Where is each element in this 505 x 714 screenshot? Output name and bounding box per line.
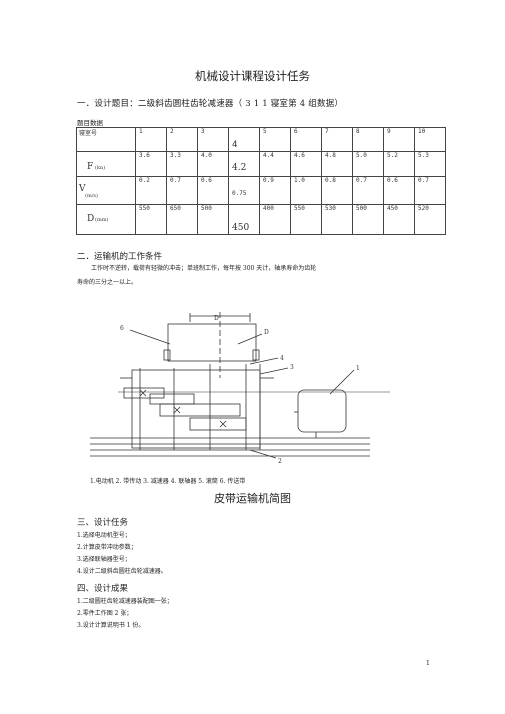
section-3-heading: 三、设计任务 [77, 518, 129, 528]
list-item: 3.选择联轴器型号； [77, 556, 131, 563]
label-6: 6 [120, 325, 124, 332]
table-cell: 0.6 [383, 176, 415, 205]
table-cell: 0.2 [135, 176, 167, 205]
label-1: 1 [356, 365, 360, 372]
row-label-velocity: V (m/s) [76, 176, 136, 205]
label-D-top: D [214, 315, 219, 322]
row-label-diameter: D (mm) [76, 204, 136, 235]
table-header-cell: 3 [197, 127, 229, 152]
table-header-cell: 9 [383, 127, 415, 152]
table-row-diameter: D (mm) 550 650 500 450 400 550 530 500 4… [76, 204, 446, 235]
table-cell: 520 [414, 204, 446, 235]
table-cell: 3.3 [166, 151, 198, 177]
result-list: 1.二级圆柱齿轮减速器装配图一张； 2.零件工作图 2 张； 3.设计计算说明书… [77, 596, 173, 632]
label-3: 3 [290, 364, 294, 371]
table-cell: 450 [228, 204, 260, 235]
table-cell: 5.3 [414, 151, 446, 177]
table-row-velocity: V (m/s) 0.2 0.7 0.6 0.75 0.9 1.0 0.8 0.7… [76, 176, 446, 205]
table-cell: 4.2 [228, 151, 260, 177]
table-header-cell: 1 [135, 127, 167, 152]
table-cell: 450 [383, 204, 415, 235]
table-cell: 5.2 [383, 151, 415, 177]
table-header-row: 寝室号 1 2 3 4 5 6 7 8 9 10 [76, 127, 446, 152]
table-header-cell: 7 [321, 127, 353, 152]
table-cell: 5.0 [352, 151, 384, 177]
diagram-title: 皮带运输机简图 [214, 492, 291, 505]
belt-conveyor-diagram: 6 D D 4 3 1 2 [90, 312, 390, 465]
label-D-side: D [264, 329, 269, 336]
label-4: 4 [280, 355, 284, 362]
page-title: 机械设计课程设计任务 [195, 69, 310, 83]
table-cell: 0.9 [259, 176, 291, 205]
table-cell: 0.7 [166, 176, 198, 205]
list-item: 1.选择电动机型号； [77, 532, 131, 539]
table-caption: 题目数据 [77, 119, 103, 127]
section-2-heading: 二．运输机的工作条件 [77, 252, 163, 262]
table-header-cell: 4 [228, 127, 260, 152]
table-cell: 4.6 [290, 151, 322, 177]
table-header-cell: 2 [166, 127, 198, 152]
table-cell: 0.75 [228, 176, 260, 205]
table-cell: 650 [166, 204, 198, 235]
list-item: 3.设计计算说明书 1 份。 [77, 622, 145, 629]
table-cell: 550 [135, 204, 167, 235]
table-cell: 1.0 [290, 176, 322, 205]
table-row-force: F (kn) 3.6 3.3 4.0 4.2 4.4 4.6 4.8 5.0 5… [76, 151, 446, 177]
table-cell: 400 [259, 204, 291, 235]
section-4-heading: 四、设计成果 [77, 584, 129, 594]
table-cell: 500 [197, 204, 229, 235]
table-header-cell: 10 [414, 127, 446, 152]
table-cell: 3.6 [135, 151, 167, 177]
table-cell: 0.7 [414, 176, 446, 205]
parameter-table: 寝室号 1 2 3 4 5 6 7 8 9 10 F (kn) 3.6 3.3 … [76, 127, 446, 235]
table-cell: 0.8 [321, 176, 353, 205]
table-cell: 4.8 [321, 151, 353, 177]
row-label-force: F (kn) [76, 151, 136, 177]
table-cell: 0.7 [352, 176, 384, 205]
list-item: 1.二级圆柱齿轮减速器装配图一张； [77, 598, 173, 605]
section-2-text-line-1: 工作时不逆转，载荷有轻微的冲击；单班制工作，每年按 300 天计，轴承寿命为齿轮 [91, 265, 317, 272]
section-2-text-line-2: 寿命的三分之一以上。 [77, 279, 138, 286]
task-list: 1.选择电动机型号； 2.计算皮带冲动参数； 3.选择联轴器型号； 4.设计二级… [77, 530, 167, 578]
list-item: 2.计算皮带冲动参数； [77, 544, 137, 551]
table-cell: 0.6 [197, 176, 229, 205]
page-number: 1 [426, 660, 430, 667]
table-cell: 530 [321, 204, 353, 235]
section-1-heading: 一．设计题目：二级斜齿圆柱齿轮减速器（ 3 1 1 寝室第 4 组数据） [77, 99, 344, 109]
list-item: 2.零件工作图 2 张； [77, 610, 133, 617]
table-cell: 500 [352, 204, 384, 235]
label-2: 2 [278, 458, 282, 465]
table-cell: 4.0 [197, 151, 229, 177]
table-header-label: 寝室号 [76, 127, 136, 152]
diagram-legend: 1.电动机 2. 带传动 3. 减速器 4. 联轴器 5. 滚筒 6. 传送带 [90, 478, 246, 485]
table-header-cell: 5 [259, 127, 291, 152]
table-cell: 550 [290, 204, 322, 235]
table-header-cell: 6 [290, 127, 322, 152]
table-header-cell: 8 [352, 127, 384, 152]
list-item: 4.设计二级斜齿圆柱齿轮减速器。 [77, 568, 167, 575]
table-cell: 4.4 [259, 151, 291, 177]
